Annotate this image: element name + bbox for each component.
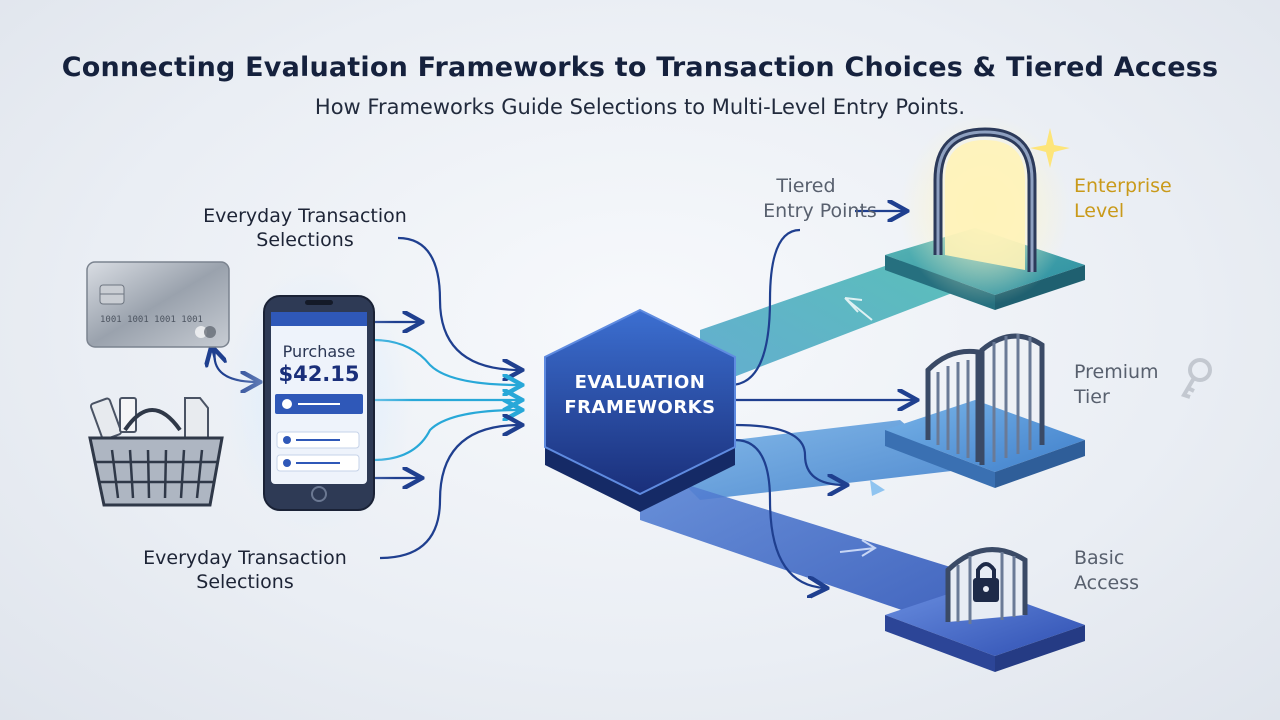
tier-enterprise-line1: Enterprise — [1074, 175, 1172, 197]
credit-card: 1001 1001 1001 1001 — [86, 261, 230, 348]
evaluation-hexagon — [544, 308, 736, 512]
tier-premium-line1: Premium — [1074, 361, 1159, 383]
page-title: Connecting Evaluation Frameworks to Tran… — [61, 52, 1219, 83]
purchase-label: Purchase — [282, 342, 356, 361]
locked-gate-icon — [945, 547, 1028, 624]
platform-basic — [885, 585, 1085, 672]
tier-label-premium: Premium Tier — [1074, 360, 1159, 410]
hex-line1: EVALUATION — [574, 372, 706, 393]
tier-enterprise-line2: Level — [1074, 200, 1125, 222]
transaction-label-top-line2: Selections — [256, 229, 354, 251]
card-number: 1001 1001 1001 1001 — [100, 315, 203, 325]
purchase-amount: $42.15 — [278, 362, 360, 386]
tier-basic-line1: Basic — [1074, 547, 1125, 569]
transaction-label-bottom: Everyday Transaction Selections — [120, 546, 370, 594]
home-button-icon — [311, 486, 327, 502]
page-subtitle: How Frameworks Guide Selections to Multi… — [314, 95, 966, 119]
tiered-entry-label: Tiered Entry Points — [750, 174, 890, 224]
tier-label-basic: Basic Access — [1074, 546, 1139, 596]
transaction-label-bottom-line1: Everyday Transaction — [143, 547, 347, 569]
shopping-basket-icon — [88, 397, 224, 507]
transaction-label-bottom-line2: Selections — [196, 571, 294, 593]
tier-basic-line2: Access — [1074, 572, 1140, 594]
iron-gate-icon — [925, 333, 1045, 465]
key-icon — [1181, 358, 1212, 399]
platform-premium — [885, 400, 1085, 488]
transaction-label-top-line1: Everyday Transaction — [203, 205, 407, 227]
transaction-label-top: Everyday Transaction Selections — [180, 204, 430, 252]
tiered-entry-line2: Entry Points — [763, 200, 877, 222]
smartphone — [223, 265, 413, 535]
evaluation-frameworks-label: EVALUATION FRAMEWORKS — [545, 370, 735, 420]
hex-line2: FRAMEWORKS — [564, 397, 716, 418]
tier-label-enterprise: Enterprise Level — [1074, 174, 1172, 224]
tiered-entry-line1: Tiered — [776, 175, 836, 197]
tier-premium-line2: Tier — [1074, 386, 1110, 408]
right-connectors — [729, 211, 915, 588]
arch-gate-icon — [900, 115, 1070, 305]
